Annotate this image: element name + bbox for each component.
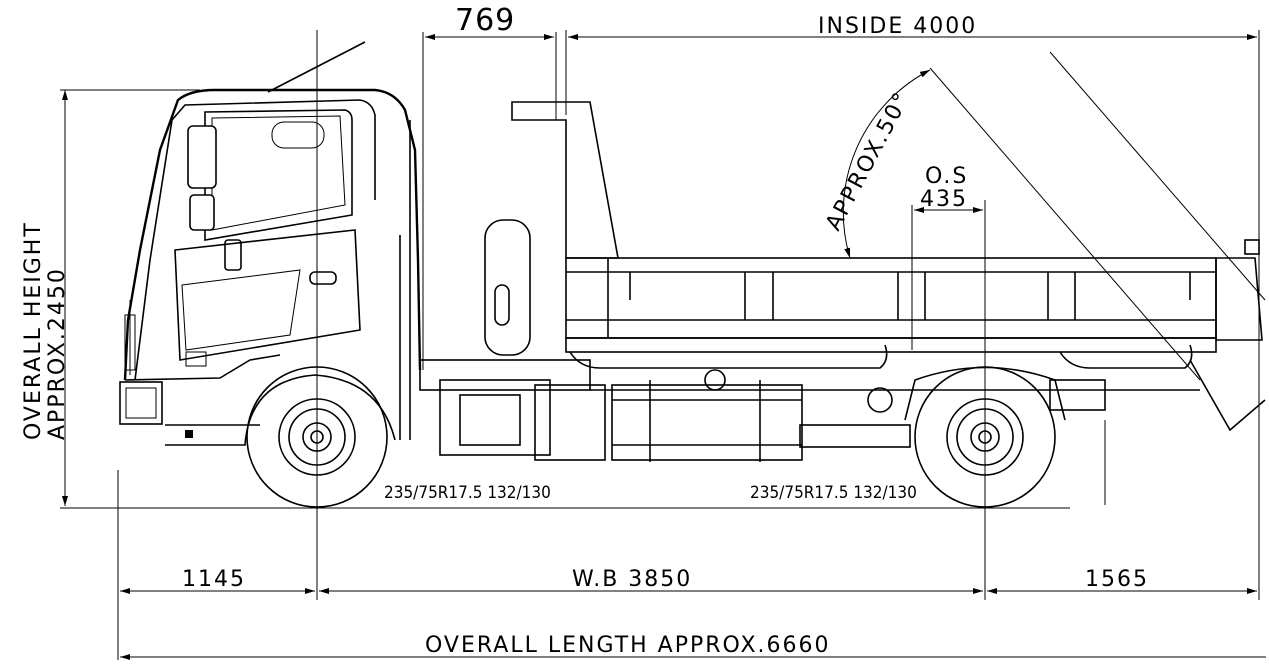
overall-height-value: APPROX.2450 (45, 267, 70, 440)
rear-wheel (904, 366, 1066, 508)
wheelbase-dimension: W.B 3850 (572, 567, 692, 592)
rear-tire-spec: 235/75R17.5 132/130 (750, 483, 917, 503)
rear-overhang-dimension: 1565 (1085, 567, 1149, 592)
dimension-lines (60, 30, 1266, 660)
dump-angle-label: APPROX.50° (821, 87, 915, 235)
chassis (419, 219, 1200, 462)
overall-height-text: OVERALL HEIGHT (21, 221, 46, 440)
overall-length-dimension: OVERALL LENGTH APPROX.6660 (425, 633, 831, 658)
cab (119, 41, 422, 446)
os-value: 435 (920, 187, 968, 212)
front-wheel (246, 366, 388, 508)
overall-height-label: OVERALL HEIGHT APPROX.2450 (21, 221, 70, 440)
front-overhang-dimension: 1145 (182, 567, 246, 592)
dump-body (511, 101, 1266, 432)
os-label: O.S (925, 164, 968, 189)
inside-length-dimension: INSIDE 4000 (818, 14, 977, 39)
front-tire-spec: 235/75R17.5 132/130 (384, 483, 551, 503)
cab-body-gap-dimension: 769 (455, 3, 515, 38)
dump-angle-text: APPROX.50° (821, 87, 915, 235)
